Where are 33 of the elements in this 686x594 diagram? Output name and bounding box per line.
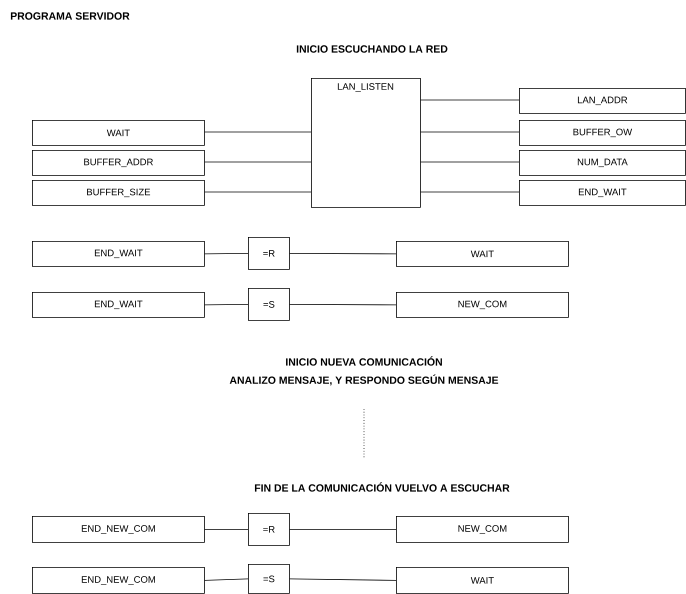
connector-line [204,578,248,581]
connector-line [289,304,396,306]
connector-line [204,528,248,530]
connector-line [289,528,396,530]
operator-box: =R [248,236,290,270]
section-heading: ANALIZO MENSAJE, Y RESPONDO SEGÚN MENSAJE [230,374,498,386]
variable-box: LAN_ADDR [519,88,686,114]
variable-box: END_WAIT [519,180,686,206]
section-heading: INICIO NUEVA COMUNICACIÓN [286,356,442,366]
variable-box: WAIT [396,240,569,267]
variable-box: NEW_COM [396,292,569,318]
variable-box: BUFFER_ADDR [32,150,205,176]
operator-box: =S [248,564,290,594]
section-heading: INICIO ESCUCHANDO LA RED [296,45,448,53]
title: PROGRAMA SERVIDOR [10,12,130,20]
operator-box: =R [248,512,290,546]
variable-box: END_NEW_COM [32,566,205,594]
variable-box: END_NEW_COM [32,516,205,543]
variable-box: NUM_DATA [519,150,686,176]
connector-line [204,252,248,254]
variable-box: BUFFER_SIZE [32,180,205,206]
variable-box: WAIT [396,566,569,594]
variable-box: NEW_COM [396,516,569,543]
variable-box: END_WAIT [32,292,205,318]
variable-box: BUFFER_OW [519,120,686,146]
section-heading: FIN DE LA COMUNICACIÓN VUELVO A ESCUCHAR [254,482,510,492]
connector-line [289,252,396,254]
variable-box: WAIT [32,120,205,146]
connector-line [289,578,396,581]
operator-box: =S [248,288,290,321]
variable-box: END_WAIT [32,240,205,267]
connector-line [204,304,248,306]
function-block: LAN_LISTEN [311,78,421,208]
